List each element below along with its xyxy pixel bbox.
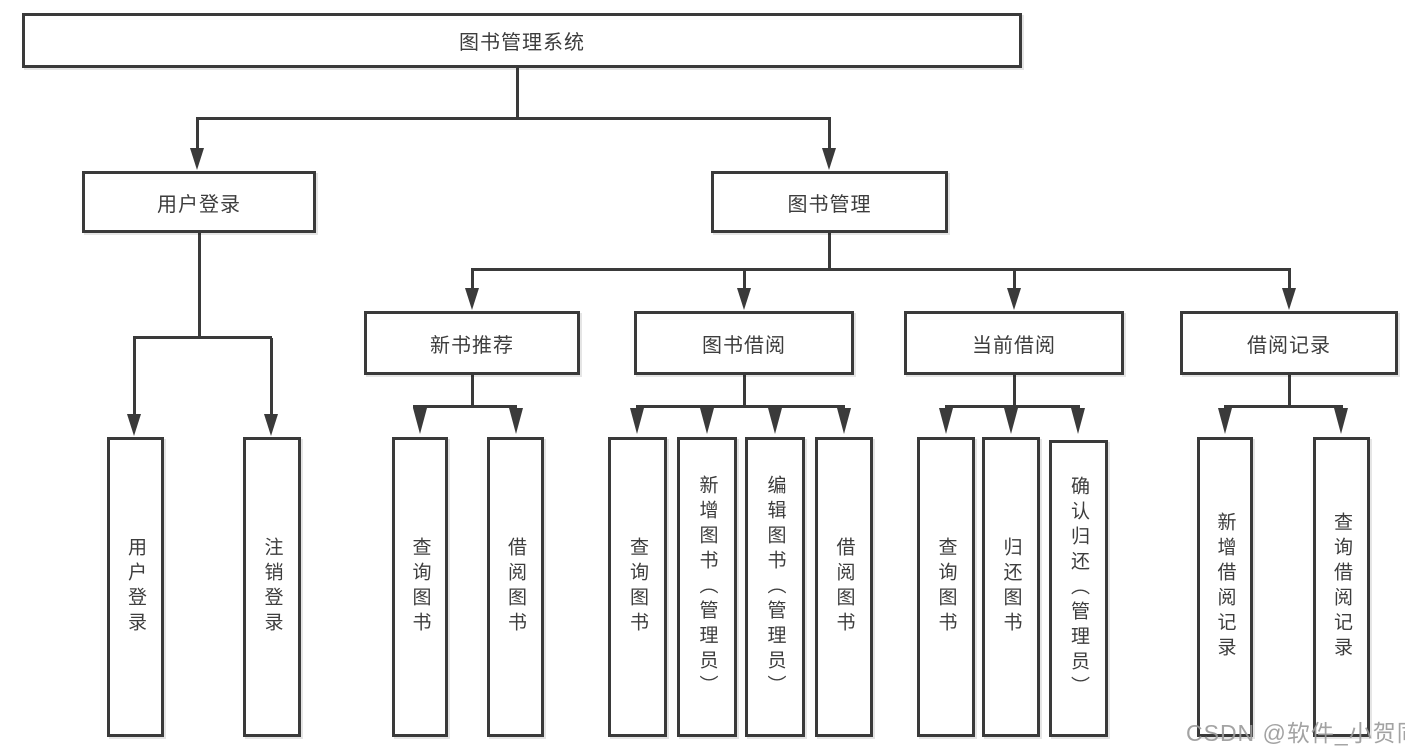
node-label: 查询图书	[627, 537, 648, 637]
node-book-borrowing: 图书借阅	[634, 311, 854, 375]
arrow-down-icon	[1334, 408, 1348, 434]
connector	[133, 338, 136, 416]
node-label: 用户登录	[157, 193, 241, 216]
node-borrowing-records: 借阅记录	[1180, 311, 1398, 375]
arrow-down-icon	[939, 408, 953, 434]
arrow-down-icon	[768, 408, 782, 434]
connector	[636, 405, 845, 408]
leaf-borrow-books: 借阅图书	[815, 437, 873, 737]
node-label: 编辑图书（管理员）	[764, 474, 786, 700]
leaf-query-books: 查询图书	[917, 437, 975, 737]
arrow-down-icon	[822, 148, 836, 170]
node-label: 借阅图书	[505, 537, 526, 637]
arrow-down-icon	[1071, 408, 1085, 434]
leaf-confirm-return-admin: 确认归还（管理员）	[1049, 440, 1108, 737]
arrow-down-icon	[190, 148, 204, 170]
connector	[743, 270, 746, 290]
node-label: 新增借阅记录	[1214, 512, 1236, 662]
leaf-edit-book-admin: 编辑图书（管理员）	[745, 437, 805, 737]
node-label: 新增图书（管理员）	[696, 474, 718, 700]
connector	[743, 375, 746, 408]
connector	[196, 118, 199, 150]
connector	[413, 405, 517, 408]
node-library-management-system: 图书管理系统	[22, 13, 1022, 68]
node-label: 图书管理系统	[459, 32, 585, 54]
arrow-down-icon	[413, 408, 427, 434]
arrow-down-icon	[509, 408, 523, 434]
node-label: 查询图书	[935, 537, 957, 637]
node-label: 当前借阅	[972, 334, 1056, 357]
leaf-query-borrow-record: 查询借阅记录	[1313, 437, 1370, 737]
connector	[1224, 405, 1343, 408]
node-current-borrowing: 当前借阅	[904, 311, 1124, 375]
leaf-return-books: 归还图书	[982, 437, 1040, 737]
connector	[1288, 375, 1291, 408]
connector	[828, 233, 831, 269]
leaf-query-books: 查询图书	[392, 437, 448, 737]
connector	[516, 68, 519, 118]
connector	[471, 270, 474, 290]
node-label: 归还图书	[1000, 537, 1022, 637]
node-label: 借阅记录	[1247, 334, 1331, 357]
arrow-down-icon	[1007, 288, 1021, 310]
node-label: 图书管理	[787, 193, 872, 216]
leaf-user-login: 用户登录	[107, 437, 164, 737]
connector	[471, 375, 474, 408]
node-label: 确认归还（管理员）	[1068, 476, 1089, 701]
leaf-query-books: 查询图书	[608, 437, 667, 737]
leaf-logout: 注销登录	[243, 437, 301, 737]
connector	[1013, 375, 1016, 408]
node-label: 查询图书	[409, 537, 431, 637]
connector	[471, 268, 1291, 271]
node-label: 注销登录	[261, 537, 283, 637]
arrow-down-icon	[127, 414, 141, 436]
arrow-down-icon	[837, 408, 851, 434]
connector	[828, 118, 831, 150]
connector	[945, 405, 1080, 408]
arrow-down-icon	[465, 288, 479, 310]
arrow-down-icon	[700, 408, 714, 434]
connector	[1288, 270, 1291, 290]
node-label: 图书借阅	[702, 334, 786, 357]
arrow-down-icon	[737, 288, 751, 310]
node-label: 查询借阅记录	[1331, 512, 1352, 662]
node-label: 借阅图书	[833, 537, 855, 637]
connector	[270, 338, 273, 416]
node-label: 新书推荐	[430, 334, 514, 357]
arrow-down-icon	[264, 414, 278, 436]
connector	[1013, 270, 1016, 290]
leaf-add-book-admin: 新增图书（管理员）	[677, 437, 737, 737]
node-label: 用户登录	[125, 537, 146, 637]
connector	[196, 117, 831, 120]
leaf-add-borrow-record: 新增借阅记录	[1197, 437, 1253, 737]
csdn-watermark: CSDN @软件_小贺同学	[1186, 720, 1405, 746]
node-book-management: 图书管理	[711, 171, 948, 233]
connector	[133, 336, 272, 339]
node-user-login: 用户登录	[82, 171, 316, 233]
arrow-down-icon	[1004, 408, 1018, 434]
node-new-book-recommend: 新书推荐	[364, 311, 580, 375]
arrow-down-icon	[630, 408, 644, 434]
connector	[198, 233, 201, 337]
arrow-down-icon	[1218, 408, 1232, 434]
leaf-borrow-books: 借阅图书	[487, 437, 544, 737]
arrow-down-icon	[1282, 288, 1296, 310]
